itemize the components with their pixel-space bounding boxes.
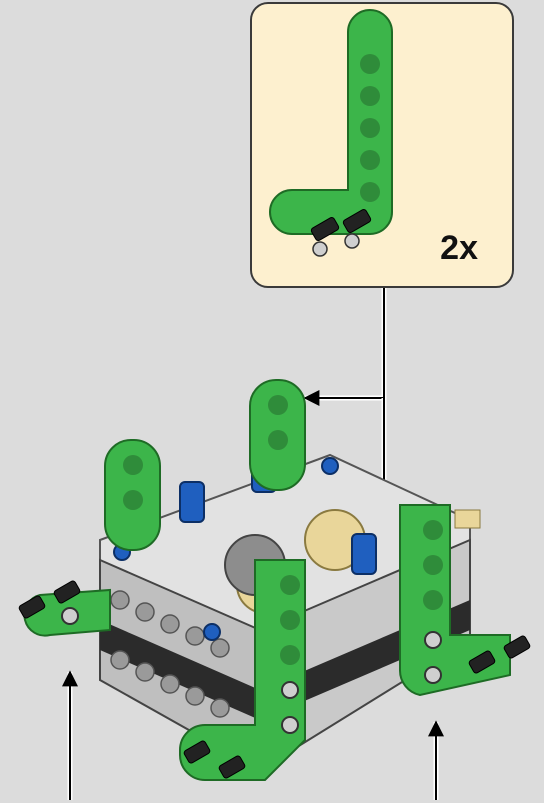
assembly-model-icon xyxy=(18,379,531,781)
l-beam-part-icon xyxy=(269,9,393,257)
quantity-label: 2x xyxy=(440,229,478,267)
parts-callout: 2x xyxy=(250,2,514,288)
black-pin-icon xyxy=(18,580,531,779)
pointer-arrow-icon xyxy=(62,670,444,800)
green-beam-icon xyxy=(23,379,511,781)
